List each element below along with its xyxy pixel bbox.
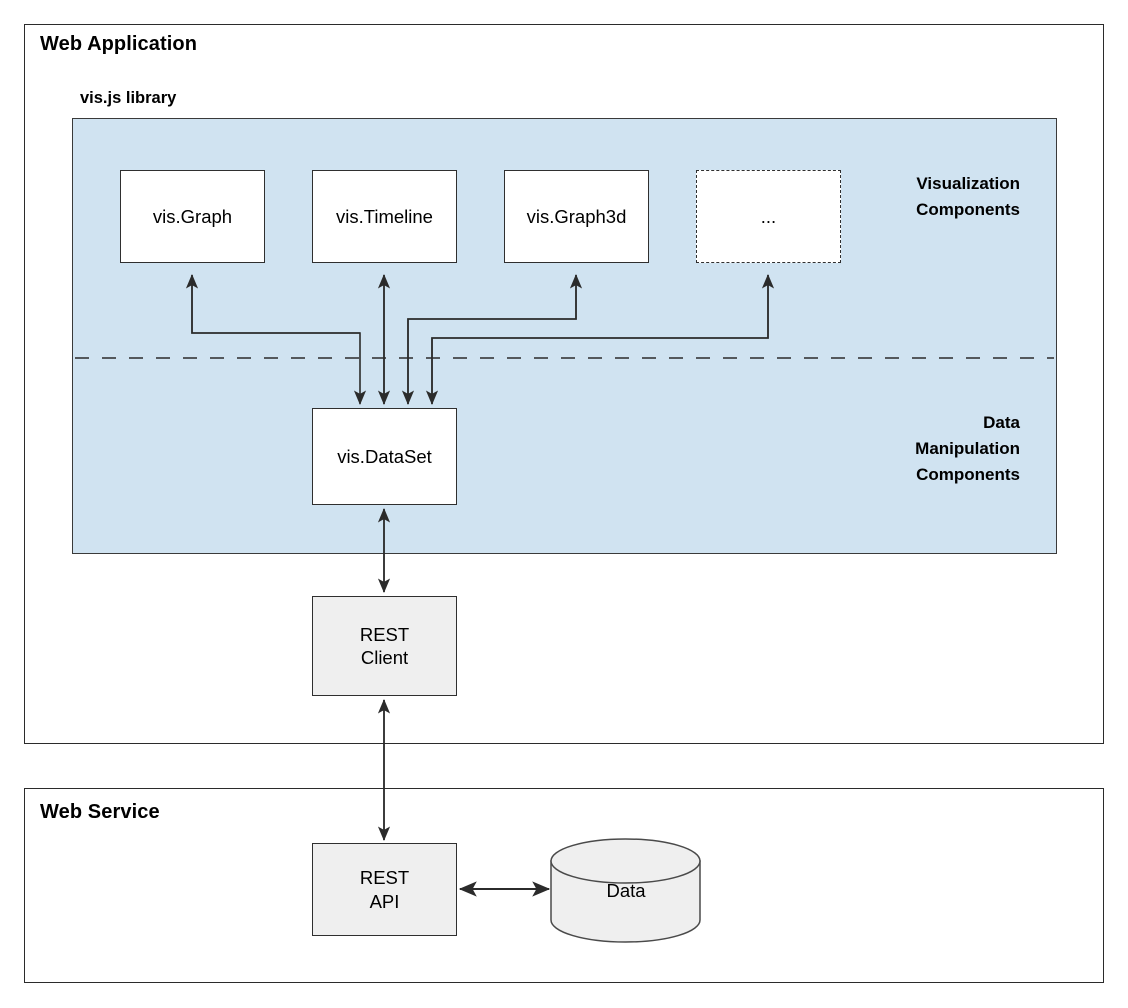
frame-web-service-title: Web Service — [40, 801, 160, 823]
node-vis-dataset[interactable]: vis.DataSet — [312, 408, 457, 505]
edge-dataset-to-visgraph — [185, 274, 360, 334]
node-rest-client[interactable]: REST Client — [312, 596, 457, 696]
node-rest-api[interactable]: REST API — [312, 843, 457, 936]
node-vis-timeline[interactable]: vis.Timeline — [312, 170, 457, 263]
node-data-store-label[interactable]: Data — [606, 880, 646, 901]
edge-visgraph-to-dataset — [191, 275, 367, 405]
node-vis-graph[interactable]: vis.Graph — [120, 170, 265, 263]
data-cylinder-shape — [550, 838, 701, 943]
label-data-manipulation-components: Data Manipulation Components — [915, 413, 1020, 484]
edge-visgraph3d-to-dataset — [401, 275, 577, 405]
label-visualization-components: Visualization Components — [916, 174, 1020, 219]
frame-web-application — [24, 24, 1104, 744]
frame-web-application-title: Web Application — [40, 33, 198, 55]
frame-web-service — [24, 788, 1104, 983]
node-more[interactable]: ... — [696, 170, 841, 263]
node-vis-graph3d[interactable]: vis.Graph3d — [504, 170, 649, 263]
edge-dataset-to-visgraph3d — [407, 274, 583, 404]
edge-more-to-dataset — [425, 275, 769, 405]
library-title: vis.js library — [80, 89, 177, 107]
edge-dataset-to-more — [431, 274, 775, 404]
